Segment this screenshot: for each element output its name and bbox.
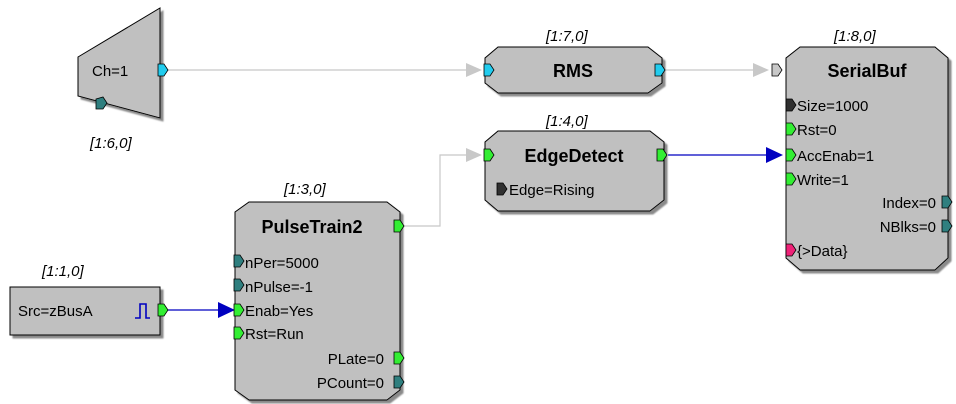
pulsetrain-plate-port[interactable] bbox=[393, 351, 405, 365]
edgedetect-block[interactable]: [1:4,0] EdgeDetect Edge=Rising bbox=[483, 113, 668, 212]
pulsetrain-output-port[interactable] bbox=[393, 219, 405, 233]
serialbuf-coord-label: [1:8,0] bbox=[833, 28, 877, 45]
pulsetrain-coord-label: [1:3,0] bbox=[283, 181, 327, 198]
channel-param-label: Ch=1 bbox=[92, 63, 128, 80]
wire-arrowhead bbox=[466, 63, 482, 77]
serialbuf-size-label: Size=1000 bbox=[797, 98, 868, 115]
pulsetrain-npulse-label: nPulse=-1 bbox=[245, 279, 313, 296]
edgedetect-edge-port[interactable] bbox=[496, 182, 508, 196]
edgedetect-input-port[interactable] bbox=[483, 148, 495, 162]
pulsetrain-npulse-port[interactable] bbox=[233, 278, 245, 292]
wire-arrowhead bbox=[766, 147, 783, 163]
wire-arrowhead bbox=[218, 302, 235, 318]
edgedetect-block-body bbox=[484, 130, 665, 212]
channel-coord-label: [1:6,0] bbox=[89, 135, 133, 152]
edgedetect-output-port[interactable] bbox=[656, 148, 668, 162]
pulse-icon bbox=[135, 303, 150, 319]
source-output-port[interactable] bbox=[157, 303, 169, 317]
channel-int-port[interactable] bbox=[95, 96, 108, 110]
pulsetrain-nper-port[interactable] bbox=[233, 254, 245, 268]
pulsetrain-pcount-port[interactable] bbox=[393, 375, 405, 389]
pulsetrain-rst-port[interactable] bbox=[233, 326, 245, 340]
edgedetect-title: EdgeDetect bbox=[524, 146, 623, 166]
wire-arrowhead bbox=[753, 63, 769, 77]
serialbuf-accenab-label: AccEnab=1 bbox=[797, 148, 874, 165]
serialbuf-write-port[interactable] bbox=[785, 172, 797, 186]
serialbuf-accenab-port[interactable] bbox=[785, 148, 797, 162]
rms-coord-label: [1:7,0] bbox=[545, 28, 589, 45]
serialbuf-title: SerialBuf bbox=[827, 61, 907, 81]
wires bbox=[166, 63, 783, 318]
serialbuf-rst-port[interactable] bbox=[785, 122, 797, 136]
source-block[interactable]: [1:1,0] Src=zBusA bbox=[9, 263, 169, 336]
rms-output-port[interactable] bbox=[654, 63, 666, 77]
pulsetrain-pcount-label: PCount=0 bbox=[317, 375, 384, 392]
pulsetrain-enab-label: Enab=Yes bbox=[245, 303, 313, 320]
serialbuf-data-port[interactable] bbox=[785, 243, 797, 257]
wire-arrowhead bbox=[466, 148, 482, 162]
pulsetrain-enab-port[interactable] bbox=[233, 303, 245, 317]
pulsetrain-title: PulseTrain2 bbox=[261, 217, 362, 237]
source-param-label: Src=zBusA bbox=[18, 303, 93, 320]
rms-title: RMS bbox=[553, 61, 593, 81]
edgedetect-edge-label: Edge=Rising bbox=[509, 182, 594, 199]
source-coord-label: [1:1,0] bbox=[41, 263, 85, 280]
wire-pulsetrain-to-edgedetect[interactable] bbox=[401, 154, 468, 227]
serialbuf-rst-label: Rst=0 bbox=[797, 122, 837, 139]
serialbuf-data-label: {>Data} bbox=[797, 243, 847, 260]
rms-block[interactable]: [1:7,0] RMS bbox=[483, 28, 666, 94]
pulsetrain-plate-label: PLate=0 bbox=[328, 351, 384, 368]
serialbuf-input-port[interactable] bbox=[771, 63, 783, 77]
channel-block-body bbox=[77, 7, 161, 119]
edgedetect-coord-label: [1:4,0] bbox=[545, 113, 589, 130]
serialbuf-nblks-port[interactable] bbox=[941, 219, 953, 233]
pulsetrain-block-body bbox=[234, 201, 401, 401]
serialbuf-block[interactable]: [1:8,0] SerialBuf Size=1000 Rst=0 AccEna… bbox=[771, 28, 953, 271]
rms-input-port[interactable] bbox=[483, 63, 495, 77]
serialbuf-index-port[interactable] bbox=[941, 195, 953, 209]
pulsetrain-nper-label: nPer=5000 bbox=[245, 255, 319, 272]
source-block-body bbox=[9, 286, 161, 336]
serialbuf-write-label: Write=1 bbox=[797, 172, 849, 189]
serialbuf-nblks-label: NBlks=0 bbox=[880, 219, 936, 236]
channel-output-port[interactable] bbox=[157, 63, 169, 77]
pulsetrain-block[interactable]: [1:3,0] PulseTrain2 nPer=5000 nPulse=-1 … bbox=[233, 181, 405, 401]
channel-block[interactable]: Ch=1 [1:6,0] bbox=[77, 7, 169, 152]
serialbuf-size-port[interactable] bbox=[785, 98, 797, 112]
serialbuf-index-label: Index=0 bbox=[882, 195, 936, 212]
pulsetrain-rst-label: Rst=Run bbox=[245, 326, 304, 343]
